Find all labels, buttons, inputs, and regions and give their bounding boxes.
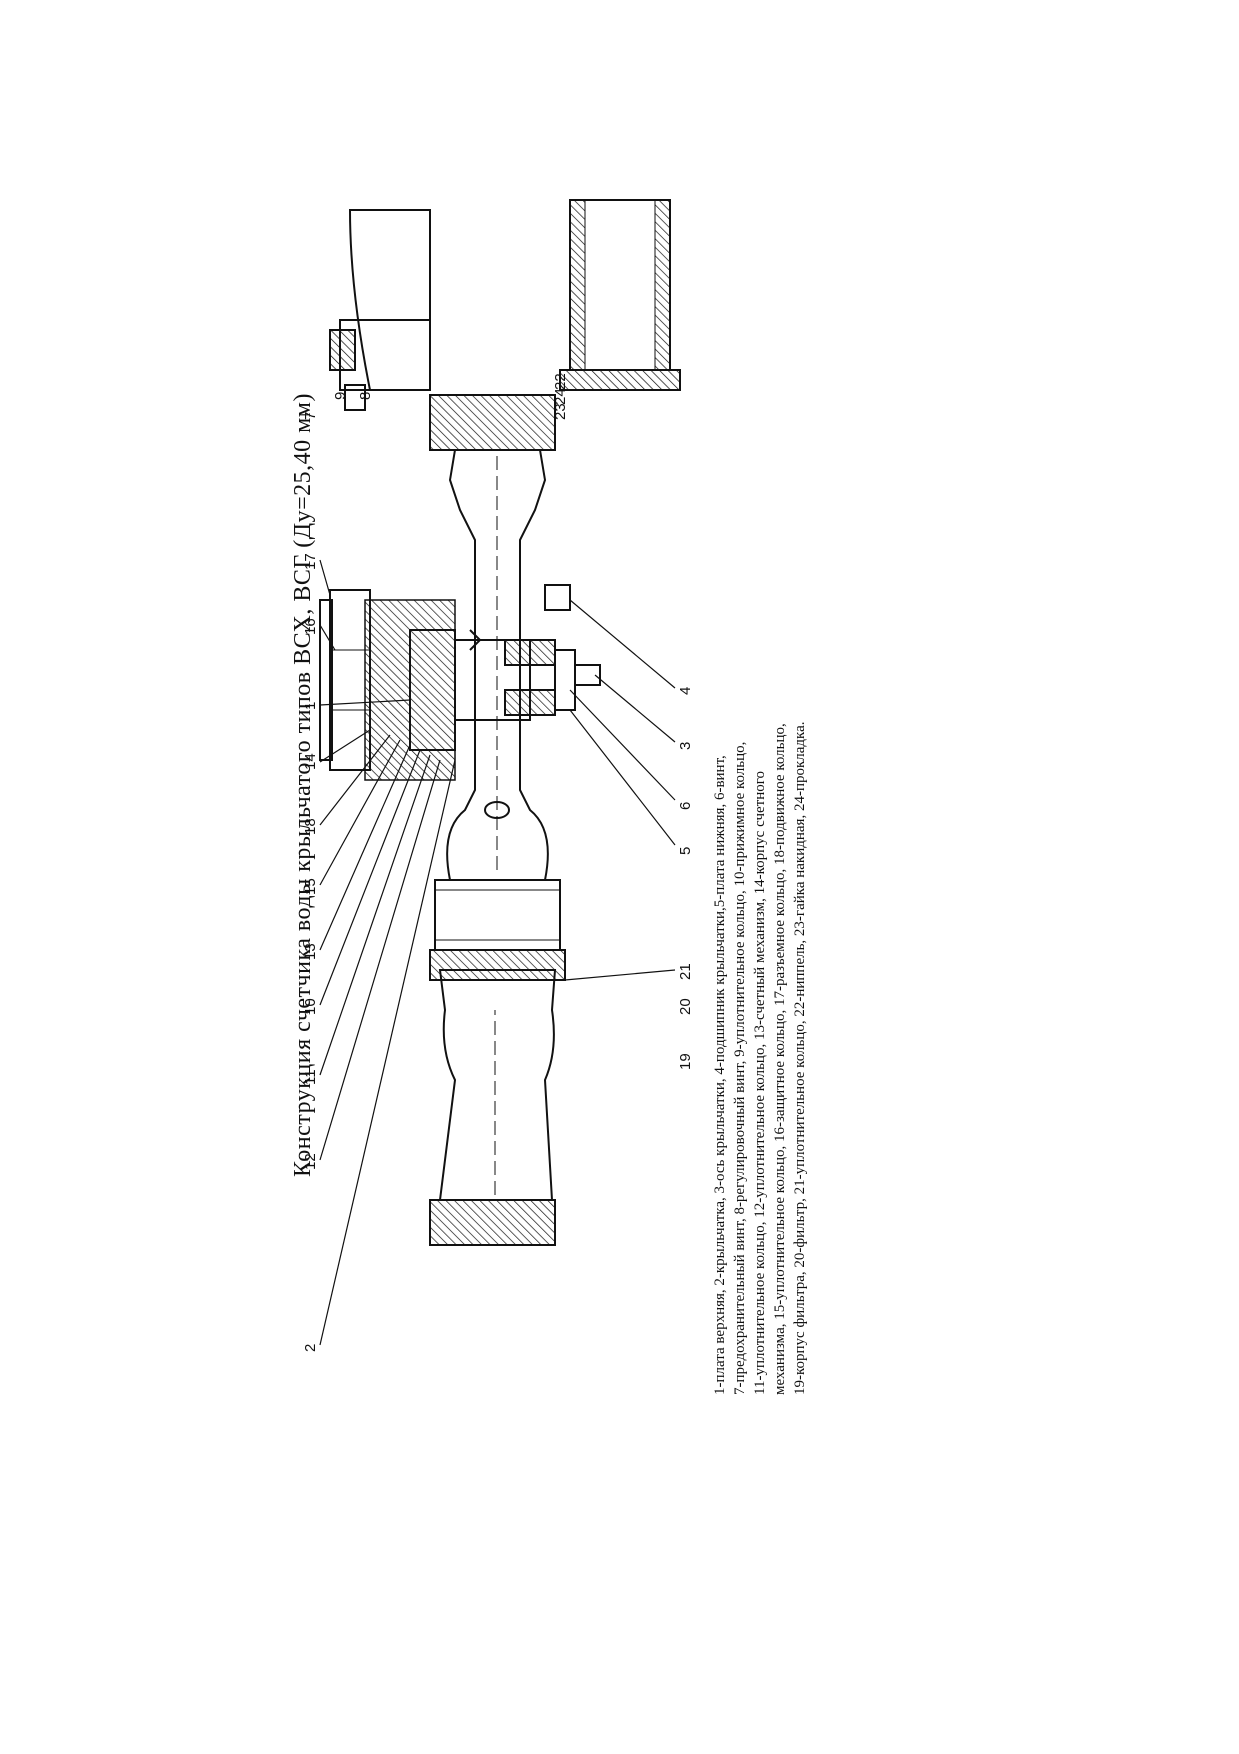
callout-3: 3	[677, 742, 694, 750]
callout-4: 4	[677, 687, 694, 695]
callout-5: 5	[677, 847, 694, 855]
callout-2: 2	[302, 1344, 319, 1352]
callout-24: 24	[552, 388, 569, 405]
outlet-nut	[429, 394, 556, 451]
callout-23: 23	[552, 403, 569, 420]
callout-21: 21	[677, 963, 694, 980]
callout-6: 6	[677, 802, 694, 810]
inlet-nut	[429, 1199, 556, 1246]
legend-line: механизма, 15-уплотнительное кольцо, 16-…	[772, 723, 788, 1395]
callout-20: 20	[677, 998, 694, 1015]
callout-12: 12	[302, 1153, 319, 1170]
callout-9: 9	[332, 392, 349, 400]
callout-15: 15	[302, 878, 319, 895]
parts-legend: 1-плата верхняя, 2-крыльчатка, 3-ось кры…	[710, 275, 810, 1395]
water-meter-diagram: 2 12 11 10 13 15 18 14 1 16 17 19 20 21 …	[302, 199, 694, 1352]
callout-18: 18	[302, 818, 319, 835]
filter-body	[438, 969, 557, 1201]
legend-line: 7-предохранительный винт, 8-регулировочн…	[732, 741, 748, 1395]
callout-19: 19	[677, 1053, 694, 1070]
callout-16: 16	[302, 618, 319, 635]
callout-1: 1	[302, 702, 319, 710]
callout-17: 17	[302, 553, 319, 570]
callout-11: 11	[302, 1069, 319, 1085]
legend-line: 19-корпус фильтра, 20-фильтр, 21-уплотни…	[792, 721, 808, 1395]
callout-10: 10	[302, 998, 319, 1015]
callout-22: 22	[552, 373, 569, 390]
callout-13: 13	[302, 943, 319, 960]
callout-labels: 2 12 11 10 13 15 18 14 1 16 17 19 20 21 …	[302, 373, 694, 1352]
callout-14: 14	[302, 753, 319, 770]
rotated-content: Конструкция счетчика воды крыльчатого ти…	[290, 160, 850, 1410]
callout-8: 8	[357, 392, 374, 400]
leader-lines	[319, 559, 676, 1346]
nipple-detail	[559, 199, 681, 391]
legend-line: 1-плата верхняя, 2-крыльчатка, 3-ось кры…	[712, 755, 728, 1395]
impeller-chamber	[454, 629, 556, 721]
filter-screen	[429, 949, 566, 981]
callout-7: 7	[302, 412, 319, 420]
legend-line: 11-уплотнительное кольцо, 12-уплотнитель…	[752, 770, 768, 1395]
adjusting-screw-detail	[329, 209, 431, 411]
counter-housing	[319, 589, 456, 781]
